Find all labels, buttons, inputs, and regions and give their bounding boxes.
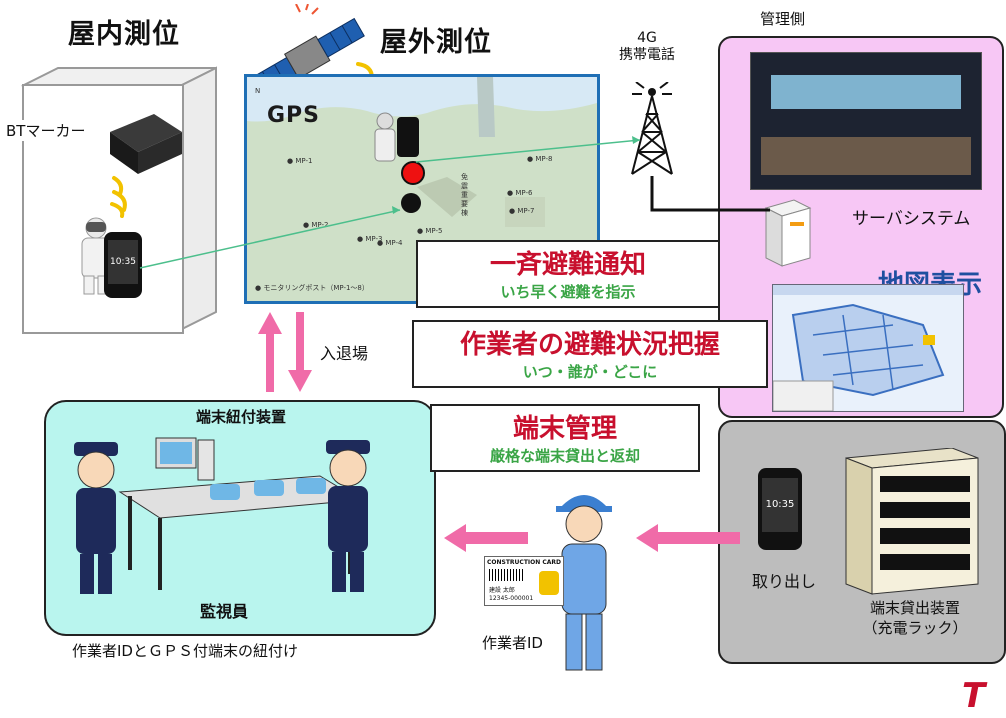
heading-management: 管理側 xyxy=(760,10,806,28)
phone-clock: 10:35 xyxy=(108,240,138,284)
company-logo: T xyxy=(962,676,986,716)
protective-suit-worker xyxy=(81,217,111,295)
vertical-facility-label: 免震重要棟 xyxy=(461,173,468,217)
map-display-screen xyxy=(772,284,964,412)
callout-evacuation-notice: 一斉避難通知 いち早く避難を指示 xyxy=(416,240,720,308)
takeout-label: 取り出し xyxy=(752,572,817,591)
card-title: CONSTRUCTION CARD xyxy=(486,559,562,566)
map-display-graphic xyxy=(773,285,963,411)
signal-waves-icon xyxy=(110,176,127,218)
heading-indoor: 屋内測位 xyxy=(68,19,180,50)
worker-id-label: 作業者ID xyxy=(482,634,543,652)
linking-caption: 作業者IDとＧＰＳ付端末の紐付け xyxy=(72,642,298,660)
callout-title: 作業者の避難状況把握 xyxy=(459,330,720,360)
rack-phone-icon: 10:35 xyxy=(758,468,802,550)
map-point: ● MP-8 xyxy=(527,155,553,163)
callout-title: 端末管理 xyxy=(512,414,617,444)
callout-subtitle: いち早く避難を指示 xyxy=(500,283,636,301)
bt-marker-label: BTマーカー xyxy=(6,120,86,141)
control-room-desk xyxy=(761,137,971,175)
map-terrain xyxy=(247,77,597,227)
callout-title: 一斉避難通知 xyxy=(489,250,646,280)
charging-rack-icon xyxy=(845,448,979,595)
monitor-staff-label: 監視員 xyxy=(200,602,249,621)
construction-card: CONSTRUCTION CARD 建設 太郎 12345-000001 xyxy=(484,556,564,606)
smartphone-icon: 10:35 xyxy=(104,232,142,298)
rack-phone-clock: 10:35 xyxy=(762,478,798,532)
map-point: ● MP-4 xyxy=(377,239,403,247)
cell-tower-icon xyxy=(631,82,673,175)
map-point: ● MP-3 xyxy=(357,235,383,243)
map-point: ● MP-2 xyxy=(303,221,329,229)
guard-station-illustration xyxy=(74,437,370,594)
bt-marker-device xyxy=(110,114,182,174)
map-point: ● MP-6 xyxy=(507,189,533,197)
card-photo xyxy=(539,571,559,595)
linking-device-label: 端末紐付装置 xyxy=(196,408,287,426)
map-point: ● MP-7 xyxy=(509,207,535,215)
callout-device-management: 端末管理 厳格な端末貸出と返却 xyxy=(430,404,700,472)
worker-illustration xyxy=(556,495,612,671)
barcode-icon xyxy=(489,569,525,581)
map-legend: ● モニタリングポスト（MP-1～8） xyxy=(255,284,369,292)
callout-subtitle: 厳格な端末貸出と返却 xyxy=(489,447,640,465)
server-system-label: サーバシステム xyxy=(852,204,971,229)
card-number: 12345-000001 xyxy=(489,595,534,602)
control-room-photo xyxy=(750,52,982,190)
map-worker-marker xyxy=(374,112,419,162)
north-indicator: N xyxy=(255,87,261,95)
control-room-screens xyxy=(771,75,961,109)
server-icon xyxy=(764,199,812,267)
gps-label: GPS xyxy=(267,103,321,128)
charging-rack-label: 端末貸出装置 （充電ラック） xyxy=(862,599,968,637)
callout-evacuation-status: 作業者の避難状況把握 いつ・誰が・どこに xyxy=(412,320,768,388)
map-point: ● MP-1 xyxy=(287,157,313,165)
red-location-dot xyxy=(401,161,425,185)
entry-exit-label: 入退場 xyxy=(320,344,369,363)
map-point: ● MP-5 xyxy=(417,227,443,235)
tower-label: 4G 携帯電話 xyxy=(619,30,675,63)
callout-subtitle: いつ・誰が・どこに xyxy=(522,363,658,381)
heading-outdoor: 屋外測位 xyxy=(380,27,492,58)
black-location-dot xyxy=(401,193,421,213)
card-name: 建設 太郎 xyxy=(489,587,515,594)
